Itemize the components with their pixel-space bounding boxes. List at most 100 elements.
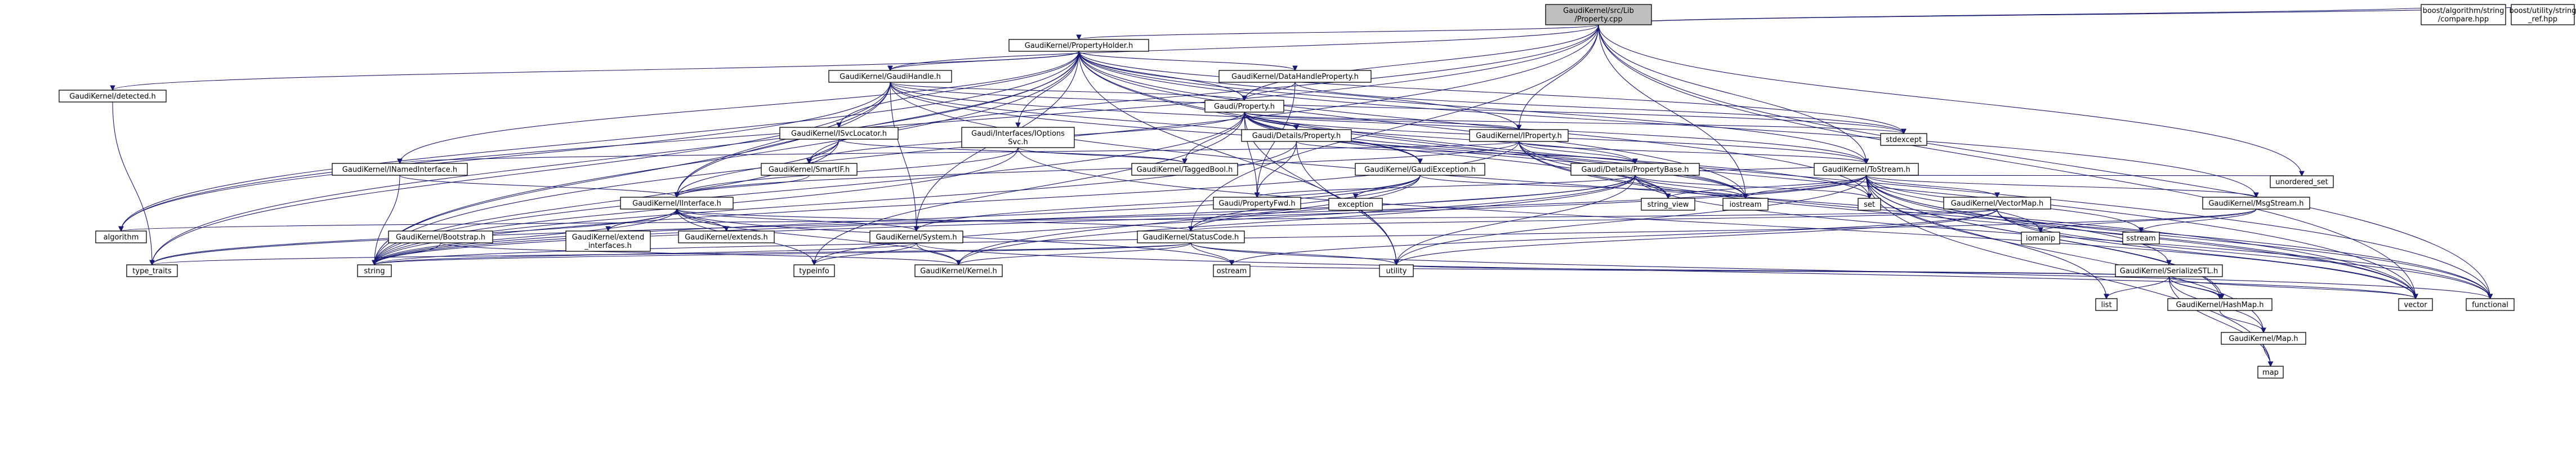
node-statuscode[interactable]: GaudiKernel/StatusCode.h: [1137, 230, 1245, 243]
edge-bootstrap-to-kernel: [440, 242, 962, 266]
node-type-traits[interactable]: type_traits: [126, 264, 178, 277]
node-iostream[interactable]: iostream: [1722, 198, 1769, 211]
edge-line: [1256, 175, 1636, 198]
node-list[interactable]: list: [2095, 298, 2118, 311]
edge-line: [958, 175, 1421, 265]
edge-arrowhead: [110, 85, 115, 91]
edge-propholder-to-ioptsvc: [1015, 51, 1079, 128]
edge-root-to-smartif: [806, 24, 1599, 165]
node-label: Gaudi/Interfaces/IOptions: [971, 130, 1065, 138]
edge-line: [1667, 175, 1867, 199]
node-gaudiexception[interactable]: GaudiKernel/GaudiException.h: [1355, 163, 1485, 176]
edge-line: [890, 82, 1245, 101]
edge-line: [1244, 24, 1599, 101]
node-msgstream[interactable]: GaudiKernel/MsgStream.h: [2202, 197, 2310, 210]
node-unordered-set[interactable]: unordered_set: [2270, 175, 2334, 188]
edge-line: [2168, 276, 2271, 367]
edge-map_h-to-map: [2263, 344, 2274, 367]
node-sstream[interactable]: sstream: [2122, 232, 2160, 245]
node-box: [793, 264, 835, 277]
node-inamedinterface[interactable]: GaudiKernel/INamedInterface.h: [332, 163, 468, 176]
edge-line: [1598, 24, 2302, 176]
node-detected[interactable]: GaudiKernel/detected.h: [59, 90, 167, 103]
node-isvclocator[interactable]: GaudiKernel/ISvcLocator.h: [779, 127, 899, 140]
node-iproperty[interactable]: GaudiKernel/IProperty.h: [1469, 129, 1569, 142]
node-boost-string-ref[interactable]: boost/utility/string_ref.hpp: [2509, 4, 2576, 25]
node-datahandleprop[interactable]: GaudiKernel/DataHandleProperty.h: [1218, 70, 1372, 83]
node-iinterface[interactable]: GaudiKernel/IInterface.h: [620, 197, 734, 210]
node-propertybase[interactable]: Gaudi/Details/PropertyBase.h: [1570, 163, 1700, 176]
node-iomanip[interactable]: iomanip: [2021, 232, 2060, 245]
edge-root-to-boost_string_ref: [1598, 3, 2546, 25]
node-boost-compare[interactable]: boost/algorithm/string/compare.hpp: [2421, 4, 2506, 25]
edge-root-to-vector: [1598, 24, 2418, 300]
edge-msgstream-to-iomanip: [2038, 208, 2257, 233]
node-string-view[interactable]: string_view: [1641, 198, 1695, 211]
node-extend-interfaces[interactable]: GaudiKernel/extend_interfaces.h: [565, 230, 651, 252]
node-algorithm[interactable]: algorithm: [95, 230, 147, 243]
node-ostream[interactable]: ostream: [1213, 264, 1251, 277]
edge-root-to-propholder: [1076, 24, 1599, 41]
node-box: [961, 127, 1075, 148]
node-functional[interactable]: functional: [2466, 298, 2515, 311]
edge-arrowhead: [1994, 192, 2000, 198]
edge-statuscode-to-kernel: [956, 242, 1191, 266]
node-taggedbool[interactable]: GaudiKernel/TaggedBool.h: [1131, 163, 1238, 176]
node-label: GaudiKernel/DataHandleProperty.h: [1231, 73, 1359, 81]
node-label: /compare.hpp: [2438, 15, 2489, 24]
node-map[interactable]: map: [2257, 366, 2284, 379]
node-box: [2270, 175, 2334, 188]
node-set[interactable]: set: [1858, 198, 1881, 211]
node-string[interactable]: string: [357, 264, 392, 277]
edge-line: [151, 242, 1191, 265]
edge-line: [1078, 51, 1867, 164]
edge-line: [958, 175, 1636, 265]
node-utility[interactable]: utility: [1379, 264, 1414, 277]
edge-line: [814, 242, 917, 265]
node-vectormap[interactable]: GaudiKernel/VectorMap.h: [1943, 197, 2051, 210]
edge-vectormap-to-ostream: [1229, 208, 1998, 266]
edge-line: [1017, 51, 1079, 128]
node-box: [388, 230, 493, 243]
node-extends[interactable]: GaudiKernel/extends.h: [678, 230, 775, 243]
node-label: GaudiKernel/StatusCode.h: [1143, 233, 1239, 242]
edge-system-to-typeinfo: [811, 242, 917, 266]
node-system[interactable]: GaudiKernel/System.h: [869, 230, 963, 243]
node-box: [828, 70, 952, 83]
node-tostream[interactable]: GaudiKernel/ToStream.h: [1814, 163, 1919, 176]
node-label: boost/algorithm/string: [2423, 7, 2504, 15]
node-bootstrap[interactable]: GaudiKernel/Bootstrap.h: [388, 230, 493, 243]
edge-line: [1866, 175, 2302, 176]
edge-line: [399, 175, 677, 198]
node-property[interactable]: Gaudi/Property.h: [1204, 100, 1284, 113]
node-propholder[interactable]: GaudiKernel/PropertyHolder.h: [1008, 39, 1149, 52]
node-root[interactable]: GaudiKernel/src/Lib/Property.cpp: [1545, 4, 1652, 25]
node-serializestl[interactable]: GaudiKernel/SerializeSTL.h: [2115, 264, 2223, 277]
edge-line: [1518, 141, 1636, 164]
edge-line: [1396, 175, 1636, 265]
node-box: [2202, 197, 2310, 210]
edge-line: [1598, 24, 1746, 199]
edge-line: [890, 82, 1904, 134]
edge-root-to-unordered_set: [1598, 24, 2305, 177]
node-gaudihandle[interactable]: GaudiKernel/GaudiHandle.h: [828, 70, 952, 83]
edge-propertybase-to-string_view: [1635, 175, 1671, 199]
node-propertyfwd[interactable]: Gaudi/PropertyFwd.h: [1213, 197, 1301, 210]
node-vector[interactable]: vector: [2398, 298, 2433, 311]
edge-line: [1244, 112, 1904, 134]
node-stdexcept[interactable]: stdexcept: [1880, 133, 1927, 146]
node-map-h[interactable]: GaudiKernel/Map.h: [2221, 332, 2306, 345]
node-details-property[interactable]: Gaudi/Details/Property.h: [1241, 129, 1352, 142]
node-smartif[interactable]: GaudiKernel/SmartIF.h: [761, 163, 858, 176]
edge-serializestl-to-list: [2104, 276, 2169, 300]
node-hashmap[interactable]: GaudiKernel/HashMap.h: [2167, 298, 2273, 311]
node-kernel[interactable]: GaudiKernel/Kernel.h: [914, 264, 1003, 277]
edge-arrowhead: [2217, 294, 2223, 300]
node-box: [332, 163, 468, 176]
edge-line: [1078, 51, 1520, 130]
node-box: [357, 264, 392, 277]
node-typeinfo[interactable]: typeinfo: [793, 264, 835, 277]
edge-line: [2168, 276, 2416, 299]
node-exception[interactable]: exception: [1328, 198, 1383, 211]
